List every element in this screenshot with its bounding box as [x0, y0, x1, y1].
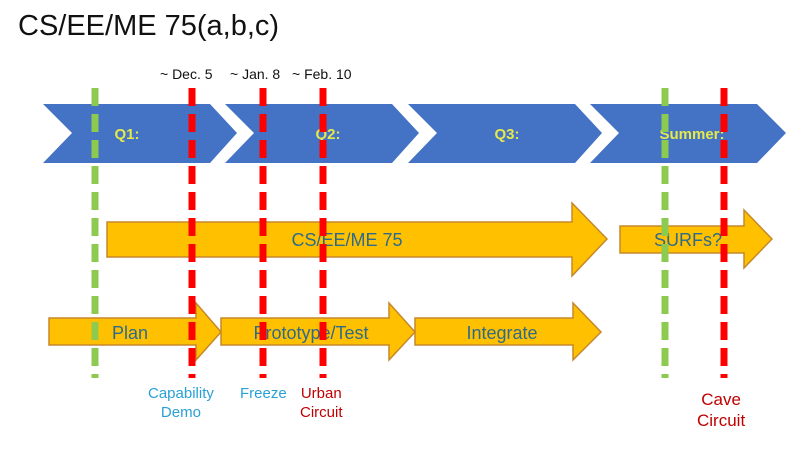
milestone-label-line1: Cave	[701, 390, 741, 409]
chevron-summer	[590, 104, 786, 163]
chevron-label-summer: Summer:	[659, 126, 724, 143]
milestone-label-line2: Demo	[160, 404, 201, 421]
date-label-jan8: ~ Jan. 8	[230, 66, 281, 82]
milestone-label-line1: Capability	[148, 385, 214, 402]
chevron-label-q3: Q3:	[494, 126, 519, 143]
arrow-surfs	[619, 208, 774, 270]
milestone-freeze: Freeze	[240, 384, 287, 403]
arrow-label-integrate: Integrate	[466, 323, 537, 343]
arrow-label-cs-ee-me-75: CS/EE/ME 75	[291, 230, 402, 250]
stage-arrows: Plan Prototype/Test Integrate	[48, 300, 603, 362]
date-label-dec5: ~ Dec. 5	[160, 66, 213, 82]
course-arrows: CS/EE/ME 75 SURFs?	[106, 201, 774, 278]
chevron-q3	[408, 104, 602, 163]
date-label-feb10: ~ Feb. 10	[292, 66, 352, 82]
arrow-prototype-test	[220, 301, 417, 362]
arrow-integrate	[414, 301, 603, 362]
arrow-label-surfs: SURFs?	[654, 230, 722, 250]
chevron-label-q2: Q2:	[315, 126, 340, 143]
arrow-label-prototype-test: Prototype/Test	[253, 323, 368, 343]
arrow-plan	[48, 300, 222, 362]
milestone-label-line2: Circuit	[300, 404, 343, 421]
milestone-cave-circuit: Cave Circuit	[697, 389, 745, 431]
chevron-q2	[225, 104, 419, 163]
phase-chevrons: Q1: Q2: Q3: Summer:	[43, 104, 786, 163]
chevron-label-q1: Q1:	[114, 126, 139, 143]
chevron-q1	[43, 104, 237, 163]
milestone-urban-circuit: Urban Circuit	[300, 384, 343, 422]
slide-title: CS/EE/ME 75(a,b,c)	[18, 10, 280, 42]
arrow-cs-ee-me-75	[106, 201, 609, 278]
milestone-label-line1: Urban	[300, 385, 342, 402]
milestone-lines	[91, 88, 728, 378]
milestone-label-line2: Circuit	[697, 411, 746, 430]
milestone-capability-demo: Capability Demo	[148, 384, 214, 422]
arrow-label-plan: Plan	[112, 323, 148, 343]
milestone-label-line1: Freeze	[240, 385, 287, 402]
